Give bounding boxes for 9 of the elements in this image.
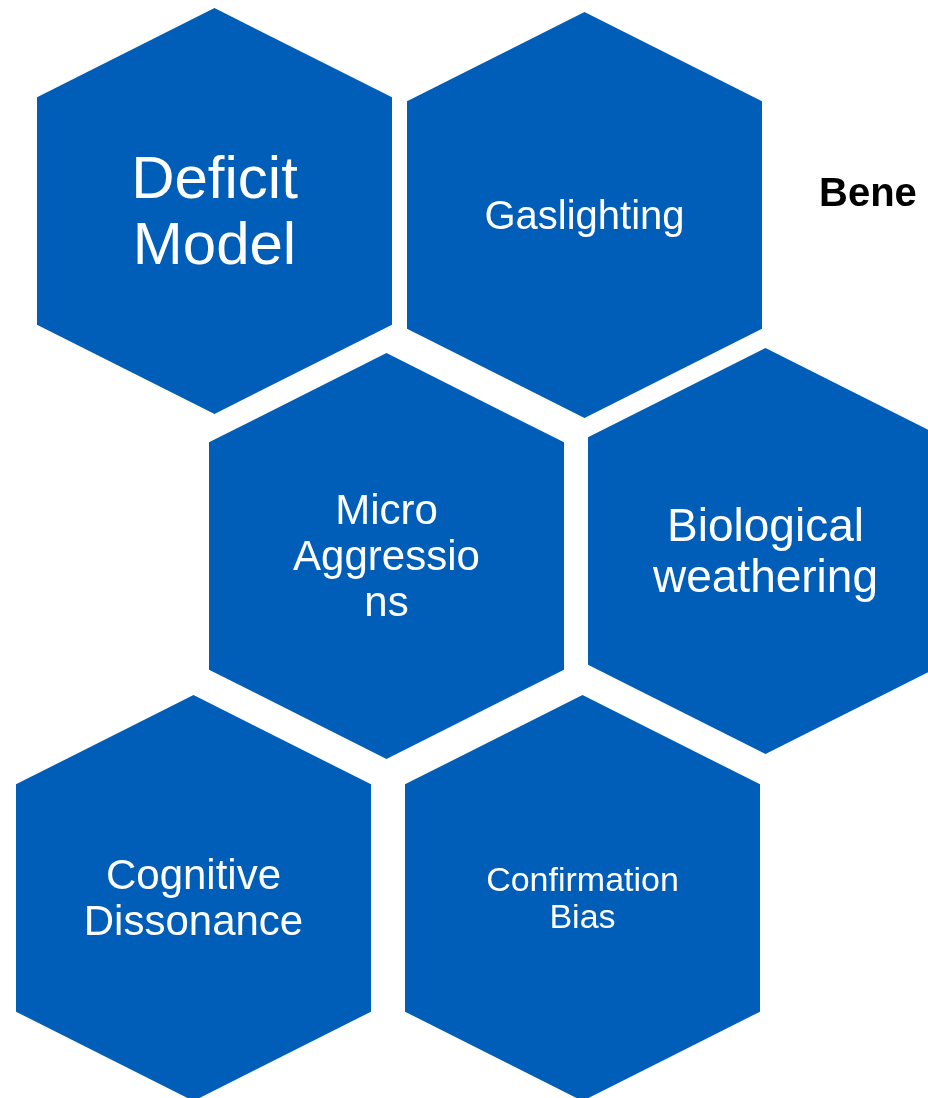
hexagon-tile (405, 695, 760, 1098)
tile-label: Biological weathering (651, 500, 879, 602)
hexagon-tile (16, 695, 371, 1098)
heading-text: Bene (819, 170, 917, 215)
tile-label: Gaslighting (483, 193, 686, 237)
tile-label: Micro Aggressio ns (292, 486, 481, 626)
tile-label: Confirmation Bias (485, 860, 680, 936)
tile-label: Cognitive Dissonance (82, 851, 305, 945)
tile-label: Deficit Model (130, 145, 299, 277)
